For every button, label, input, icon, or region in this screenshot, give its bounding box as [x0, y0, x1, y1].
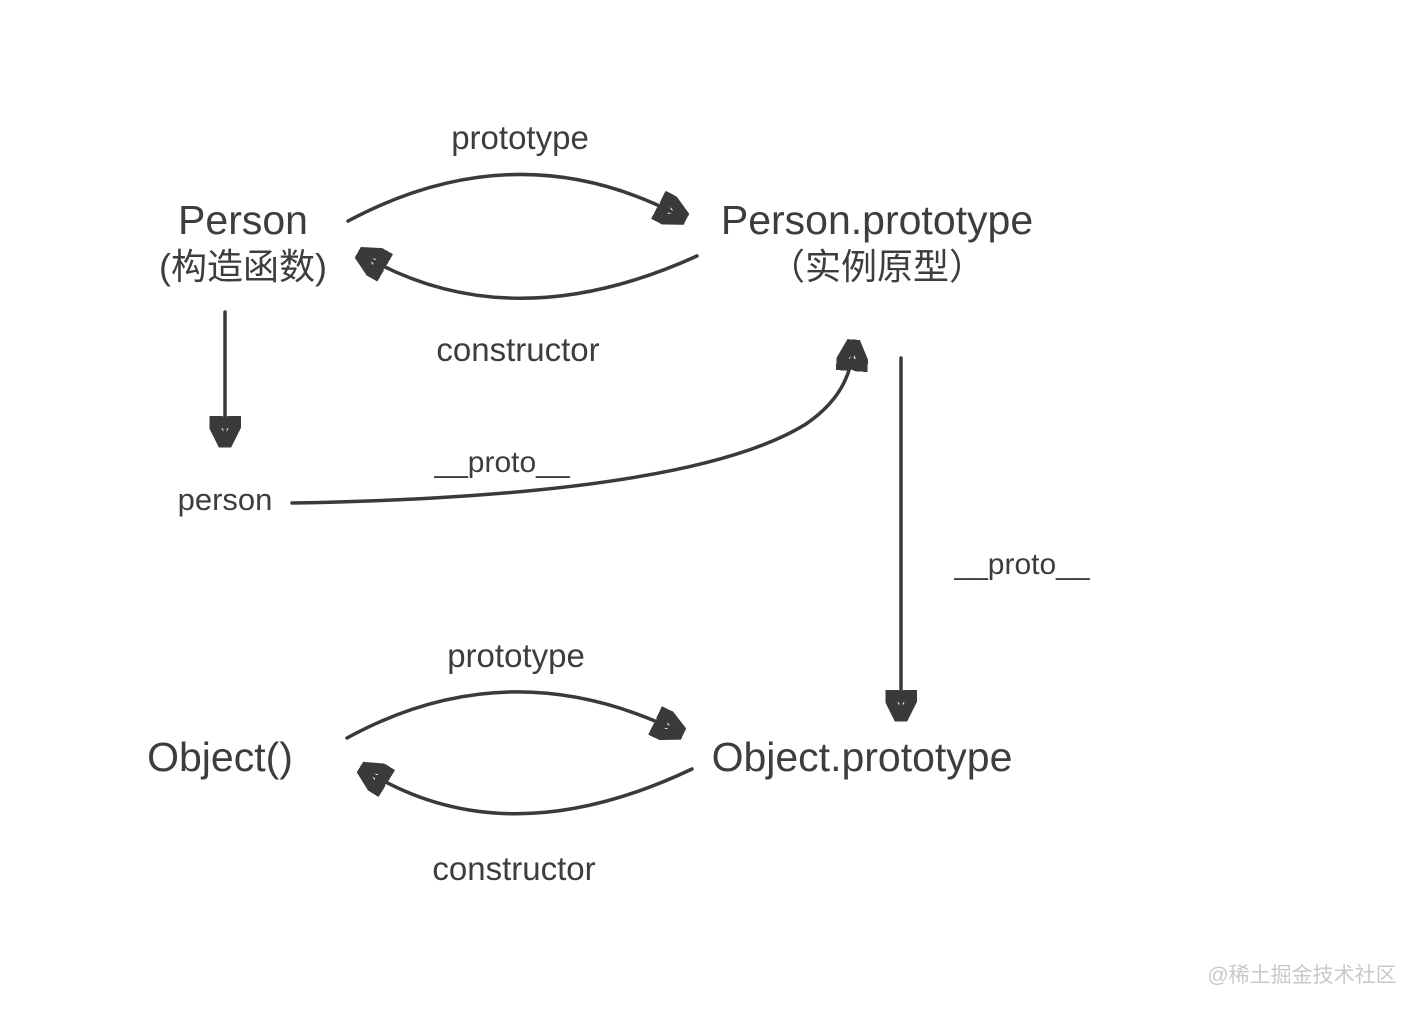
edge-label-proto-person: __proto__ — [434, 446, 570, 479]
node-object-prototype: Object.prototype — [711, 734, 1013, 780]
node-person-constructor-title: Person — [178, 197, 308, 243]
node-person-constructor-subtitle: (构造函数) — [159, 246, 327, 288]
arrow-objectprototype-to-object — [368, 769, 694, 816]
node-object-constructor: Object() — [147, 734, 293, 780]
node-person-prototype-subtitle: （实例原型） — [768, 246, 985, 288]
edge-label-proto-chain: __proto__ — [954, 548, 1090, 581]
arrow-person-to-personprototype — [346, 172, 678, 221]
node-person-constructor: Person (构造函数) — [159, 197, 327, 291]
edge-label-prototype-top: prototype — [451, 119, 589, 156]
node-person-prototype-title: Person.prototype — [720, 197, 1034, 243]
node-person-instance: person — [177, 482, 273, 517]
watermark-juejin: @稀土掘金技术社区 — [1207, 964, 1397, 987]
edge-label-constructor-bottom: constructor — [432, 850, 596, 887]
arrow-personprototype-to-person — [366, 256, 699, 300]
arrow-object-to-objectprototype — [345, 690, 675, 738]
edge-label-prototype-bottom: prototype — [447, 637, 585, 674]
edge-label-constructor-top: constructor — [436, 331, 600, 368]
node-person-prototype: Person.prototype （实例原型） — [721, 197, 1033, 291]
arrow-instance-proto-to-personprototype — [290, 349, 853, 505]
